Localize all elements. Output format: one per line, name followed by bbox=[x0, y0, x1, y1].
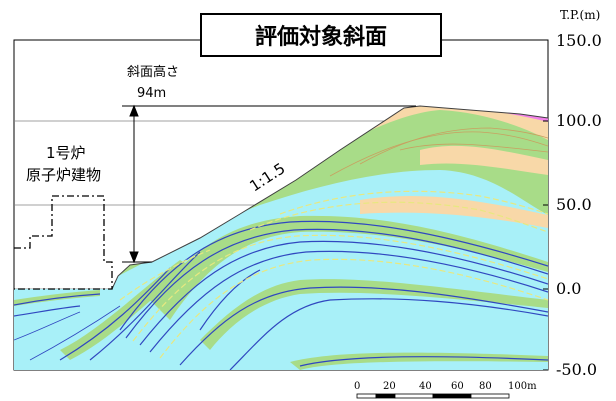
elevation-tick-label: 0.0 bbox=[556, 279, 581, 298]
diagram-title: 評価対象斜面 bbox=[200, 13, 442, 57]
elevation-ticks bbox=[543, 39, 548, 371]
elevation-unit-label: T.P.(m) bbox=[560, 8, 600, 22]
elevation-tick-label: 100.0 bbox=[556, 111, 602, 130]
scale-bar: 0 20 40 60 80 100m bbox=[354, 381, 537, 399]
scale-tick-label: 20 bbox=[383, 381, 396, 392]
elevation-tick-label: 150.0 bbox=[556, 31, 602, 50]
building-label-line1: 1号炉 bbox=[46, 144, 86, 162]
slope-height-label: 斜面高さ bbox=[127, 64, 179, 80]
elevation-tick-label: 50.0 bbox=[556, 195, 592, 214]
building-label-line2: 原子炉建物 bbox=[26, 166, 101, 184]
scale-tick-label: 80 bbox=[479, 381, 492, 392]
scale-tick-label: 100m bbox=[508, 381, 537, 392]
scale-tick-label: 0 bbox=[354, 381, 360, 392]
strata-lines bbox=[14, 127, 548, 370]
slope-height-value: 94m bbox=[137, 86, 166, 101]
scale-tick-label: 60 bbox=[451, 381, 464, 392]
ground-surface bbox=[111, 105, 549, 290]
reactor-building-outline bbox=[14, 195, 113, 290]
elevation-tick-label: -50.0 bbox=[556, 360, 597, 379]
slope-height-dimension bbox=[122, 104, 416, 264]
scale-tick-label: 40 bbox=[419, 381, 432, 392]
